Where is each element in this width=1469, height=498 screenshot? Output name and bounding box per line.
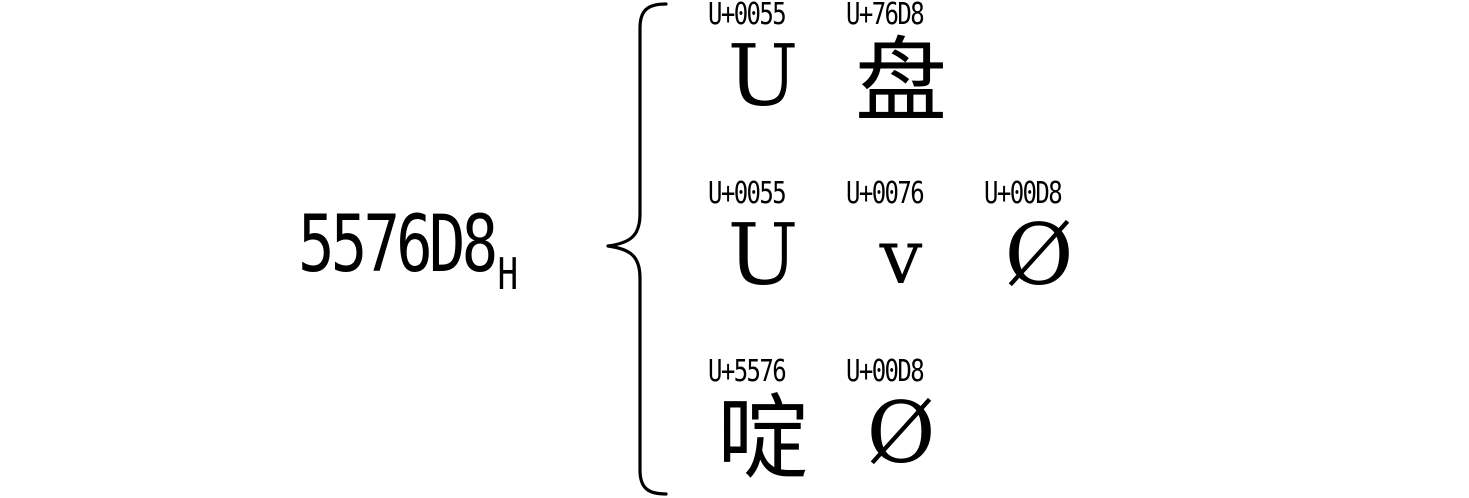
- curly-brace-icon: [606, 2, 668, 496]
- glyph: U: [727, 206, 799, 304]
- glyph: U: [727, 27, 799, 125]
- code-point-label: U+00D8: [984, 176, 1063, 211]
- char-cell: U+00D8 Ø: [846, 357, 986, 497]
- char-cell: U+0055 U: [708, 0, 848, 140]
- interpretation-group-1: U+0055 U U+76D8 盘: [708, 0, 1128, 140]
- char-cell: U+0076 v: [846, 179, 986, 319]
- char-cell: U+0055 U: [708, 179, 848, 319]
- glyph: Ø: [1004, 206, 1074, 304]
- hex-digits: 5576D8: [298, 200, 498, 290]
- interpretation-group-3: U+5576 啶 U+00D8 Ø: [708, 357, 1128, 497]
- char-cell: U+76D8 盘: [846, 0, 986, 140]
- brace-path: [606, 2, 668, 496]
- code-point-label: U+76D8: [846, 0, 925, 32]
- char-cell: U+00D8 Ø: [984, 179, 1124, 319]
- code-point-label: U+5576: [708, 354, 787, 389]
- interpretation-group-2: U+0055 U U+0076 v U+00D8 Ø: [708, 179, 1128, 319]
- code-point-label: U+0055: [708, 0, 787, 32]
- code-point-label: U+0055: [708, 176, 787, 211]
- code-point-label: U+0076: [846, 176, 925, 211]
- hex-value: 5576D8H: [298, 206, 518, 297]
- glyph: Ø: [866, 384, 936, 482]
- glyph: v: [879, 212, 923, 301]
- hex-subscript: H: [497, 249, 519, 300]
- code-point-label: U+00D8: [846, 354, 925, 389]
- char-cell: U+5576 啶: [708, 357, 848, 497]
- glyph: 啶: [716, 385, 809, 492]
- glyph: 盘: [854, 28, 947, 135]
